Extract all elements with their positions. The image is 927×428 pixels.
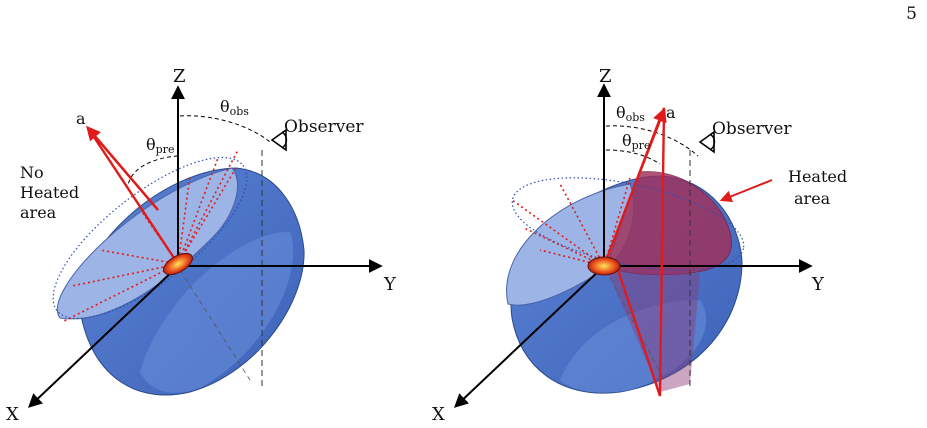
left-x-axis: [27, 265, 179, 408]
right-heated-pointer: [719, 179, 773, 203]
left-x-label: X: [6, 404, 19, 425]
left-observer-label: Observer: [284, 117, 364, 137]
left-inner-dash: [179, 269, 251, 381]
right-theta-pre-arc: [605, 149, 661, 165]
right-hotspot: [587, 256, 621, 276]
left-disk-body-shade: [140, 231, 294, 393]
right-heated-shadow: [606, 268, 700, 392]
left-precession-ellipse: [52, 156, 248, 320]
right-annotation: Heated area: [788, 167, 852, 208]
left-annotation: No Heated area: [20, 163, 84, 222]
left-disk-top-face: [57, 167, 239, 320]
right-theta-pre-label: θpre: [622, 131, 650, 152]
left-z-label: Z: [173, 66, 186, 87]
right-z-label: Z: [599, 66, 612, 87]
page-number: 5: [906, 4, 917, 24]
right-x-label: X: [432, 404, 445, 425]
right-inner-dash: [605, 269, 665, 381]
right-observer-eye-icon: [698, 130, 716, 154]
left-theta-obs-label: θobs: [220, 97, 249, 118]
right-x-axis: [453, 265, 605, 408]
left-y-label: Y: [383, 274, 397, 295]
right-disk-body-shade: [560, 300, 707, 393]
right-vector-label: a: [666, 103, 676, 122]
right-precession-ellipse: [511, 177, 745, 271]
left-theta-obs-arc: [179, 115, 271, 143]
left-vector-arrow: [86, 125, 159, 211]
left-observer-eye-icon: [270, 128, 288, 152]
right-observer-label: Observer: [712, 119, 792, 139]
left-theta-pre-arc: [127, 155, 179, 187]
right-vector-arrow: [638, 107, 667, 173]
right-y-label: Y: [811, 274, 825, 295]
left-panel: Z Y X a θobs θpre Observer No Heated are…: [6, 66, 397, 425]
right-theta-obs-label: θobs: [616, 103, 645, 124]
left-theta-pre-label: θpre: [146, 135, 174, 156]
right-vector-a: [602, 107, 666, 397]
right-theta-obs-arc: [605, 125, 699, 157]
left-hotspot: [163, 252, 193, 276]
left-vector-label: a: [76, 109, 86, 128]
right-panel: Z Y X a θobs θpre Observer Heated area: [432, 66, 852, 425]
